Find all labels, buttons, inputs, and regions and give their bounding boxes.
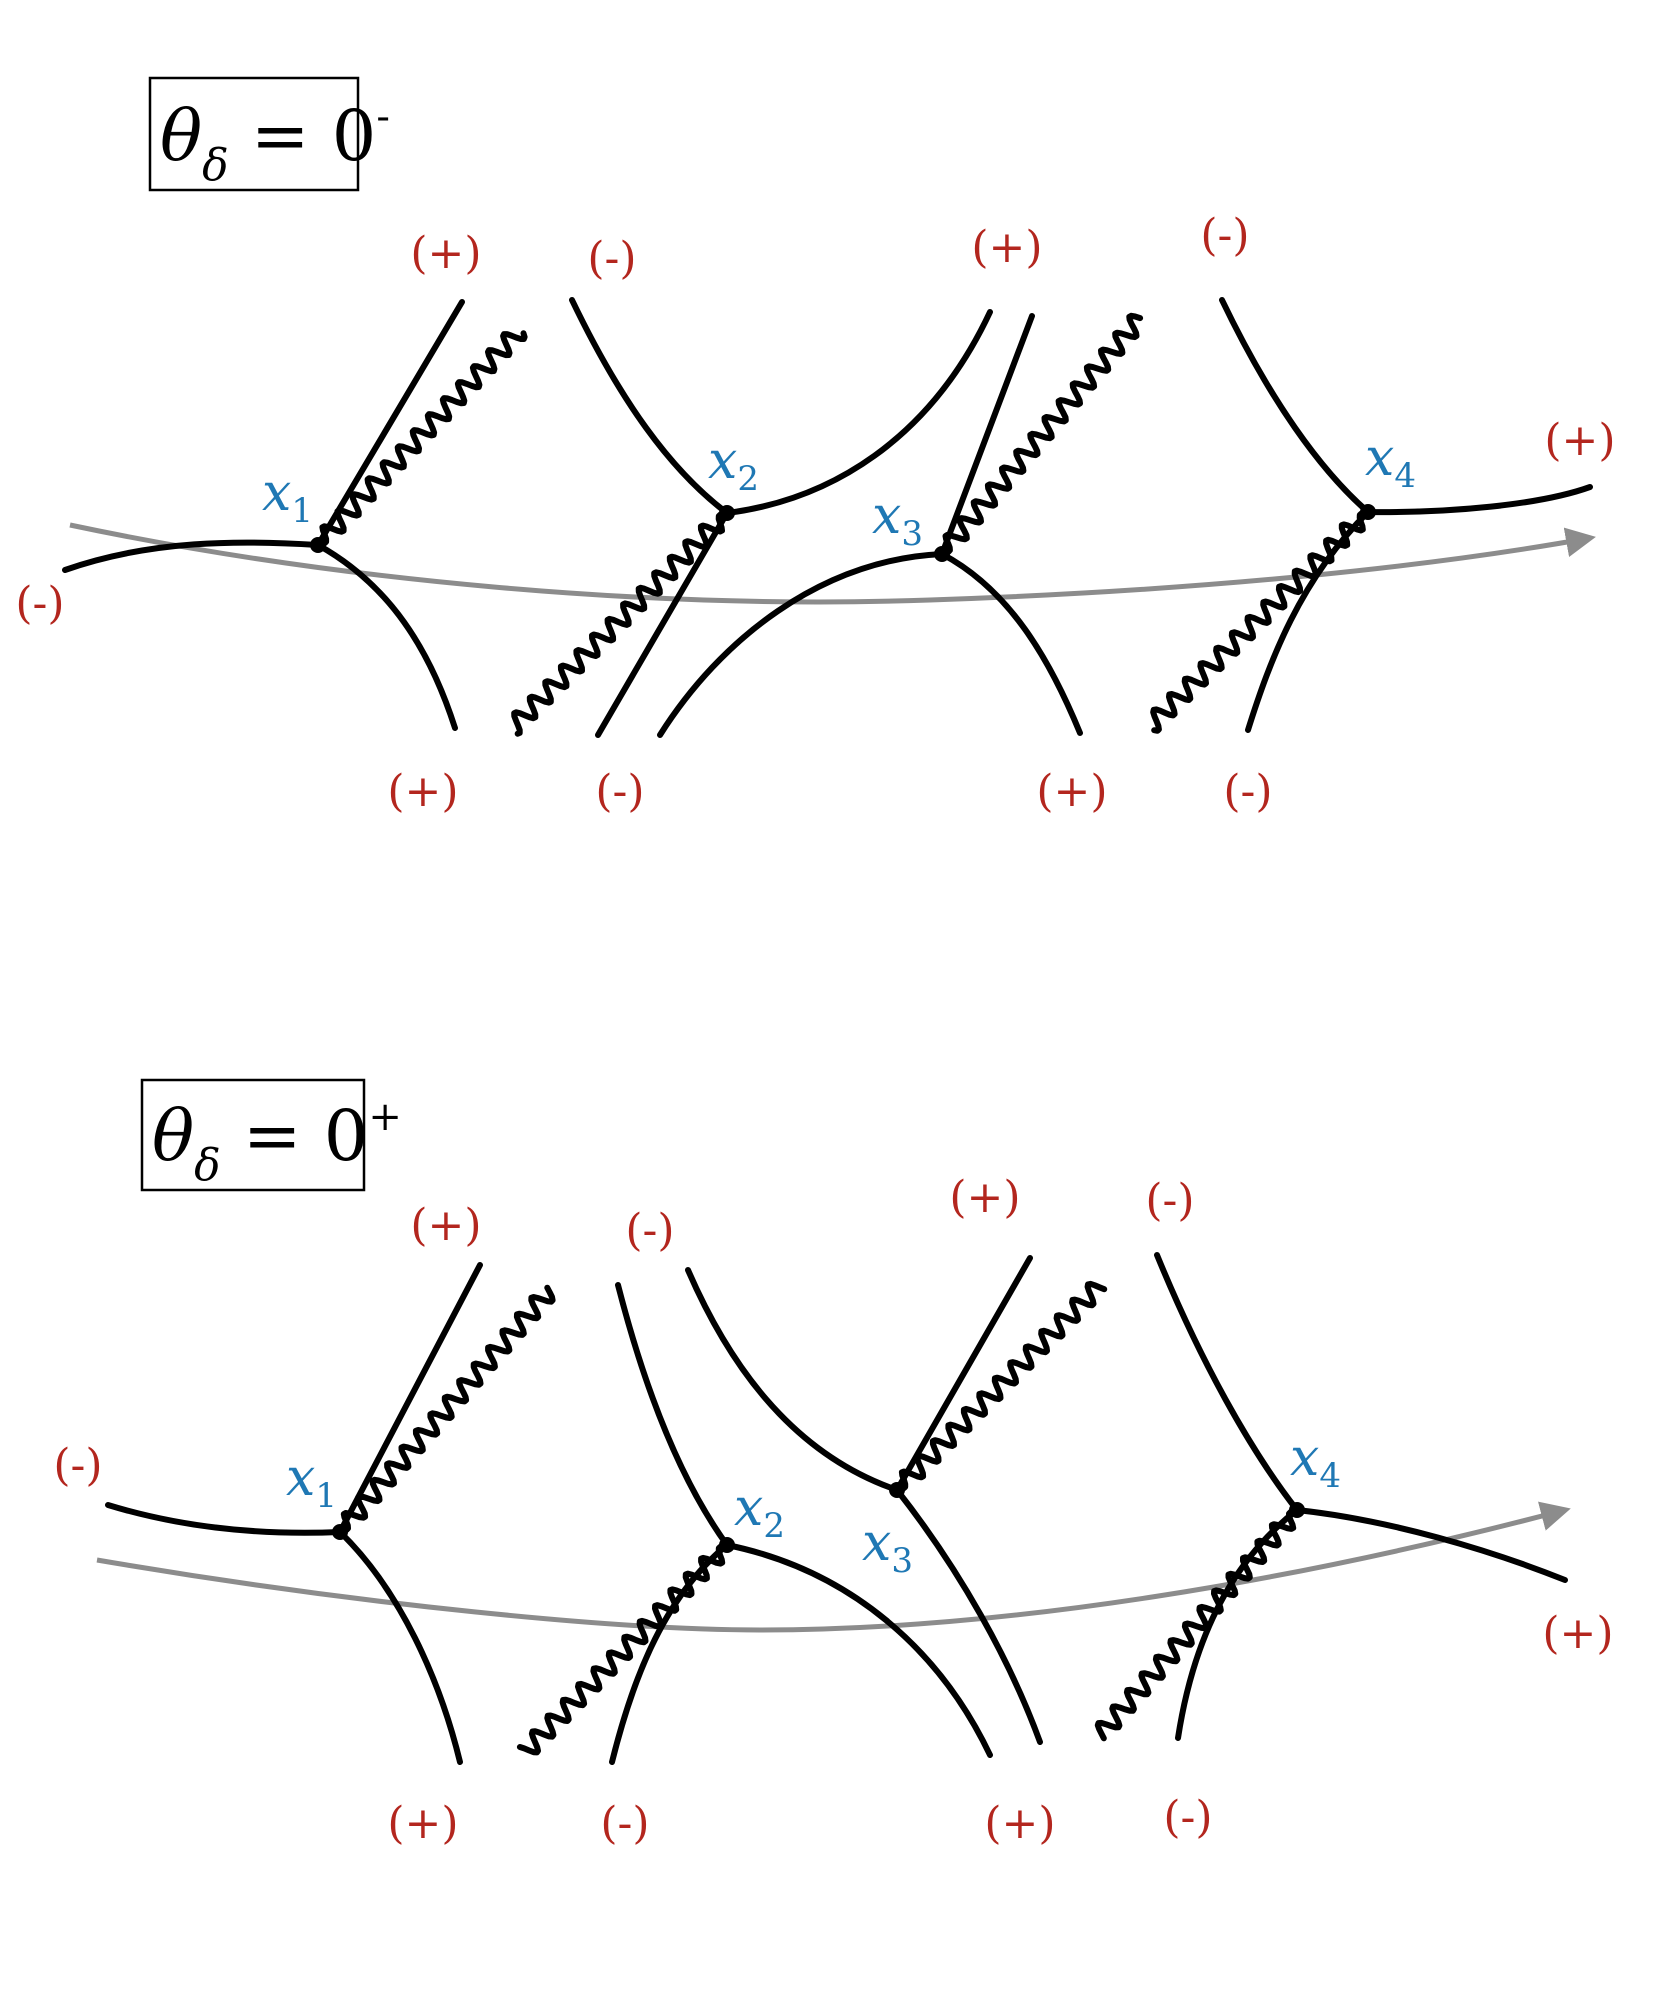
- fermion-line: [315, 299, 465, 548]
- photon-line: [516, 1542, 730, 1756]
- photon-line: [337, 1284, 556, 1535]
- fermion-line: [724, 1542, 993, 1758]
- photon-line: [1150, 509, 1371, 734]
- sign-label: (-): [1145, 1175, 1194, 1226]
- fermion-line: [1154, 1252, 1300, 1513]
- photon-line: [511, 510, 730, 737]
- sign-label: (+): [984, 1798, 1055, 1849]
- sign-label: (-): [587, 233, 636, 284]
- sign-label: (-): [1223, 766, 1272, 817]
- fermion-line: [657, 551, 945, 738]
- panel-bottom-label: θδ = 0+: [152, 1094, 402, 1191]
- fermion-line: [1365, 484, 1593, 516]
- fermion-line: [894, 1487, 1043, 1745]
- vertex-label-x1: x1: [286, 1448, 337, 1516]
- vertex-dot: [889, 1482, 905, 1498]
- vertex-dot: [1289, 1502, 1305, 1518]
- photon-line: [939, 312, 1144, 557]
- sign-label: (+): [387, 1798, 458, 1849]
- vertex-label-x1: x1: [262, 463, 313, 531]
- sign-label: (+): [1544, 415, 1615, 466]
- sign-label: (-): [595, 766, 644, 817]
- vertex-label-x4: x4: [1290, 1428, 1341, 1496]
- vertex-dot: [332, 1524, 348, 1540]
- panel-top: θδ = 0- x1 x2 x3 x4 (-) (+): [15, 76, 1616, 817]
- vertex-label-x2: x2: [734, 1478, 785, 1546]
- sign-label: (+): [971, 222, 1042, 273]
- panel-top-label-frame: [148, 76, 360, 192]
- vertex-label-x3: x3: [872, 486, 923, 554]
- vertex-label-x3: x3: [862, 1513, 913, 1581]
- fermion-line: [939, 313, 1035, 557]
- fermion-line: [724, 309, 993, 516]
- fermion-line: [595, 510, 730, 738]
- fermion-line: [337, 1529, 463, 1765]
- sign-label: (-): [1163, 1792, 1212, 1843]
- sign-label: (+): [1542, 1608, 1613, 1659]
- vertex-dot: [719, 505, 735, 521]
- photon-line: [894, 1280, 1108, 1493]
- fermion-line: [685, 1267, 900, 1493]
- sign-label: (-): [15, 578, 64, 629]
- sign-label: (-): [600, 1798, 649, 1849]
- fermion-line: [1219, 297, 1371, 515]
- fermion-line: [615, 1282, 730, 1548]
- photon-line: [315, 330, 528, 548]
- sign-label: (+): [387, 766, 458, 817]
- vertex-dot: [934, 546, 950, 562]
- sign-label: (+): [410, 1200, 481, 1251]
- fermion-line: [62, 539, 321, 573]
- flow-arrow: [96, 1501, 1571, 1633]
- fermion-line: [1175, 1507, 1300, 1741]
- vertex-label-x4: x4: [1365, 428, 1416, 496]
- fermion-line: [315, 542, 458, 731]
- sign-label: (-): [1200, 210, 1249, 261]
- fermion-line: [337, 1262, 483, 1535]
- fermion-line: [569, 297, 730, 516]
- sign-label: (-): [625, 1205, 674, 1256]
- fermion-line: [894, 1255, 1033, 1493]
- vertex-dot: [310, 537, 326, 553]
- vertex-dot: [719, 1537, 735, 1553]
- vertex-dot: [1360, 504, 1376, 520]
- sign-label: (-): [53, 1440, 102, 1491]
- sign-label: (+): [1036, 766, 1107, 817]
- fermion-line: [1294, 1507, 1568, 1583]
- panel-bottom: θδ = 0+ x1 x2 x3 x4 (-) (+): [53, 1078, 1614, 1849]
- fermion-line: [939, 551, 1083, 736]
- photon-line: [1094, 1507, 1300, 1742]
- fermion-line: [105, 1502, 343, 1536]
- sign-label: (+): [410, 228, 481, 279]
- panel-bottom-label-frame: [140, 1078, 366, 1192]
- sign-label: (+): [949, 1172, 1020, 1223]
- flow-arrow: [69, 522, 1596, 605]
- vertex-label-x2: x2: [708, 431, 759, 499]
- panel-top-label: θδ = 0-: [160, 94, 390, 191]
